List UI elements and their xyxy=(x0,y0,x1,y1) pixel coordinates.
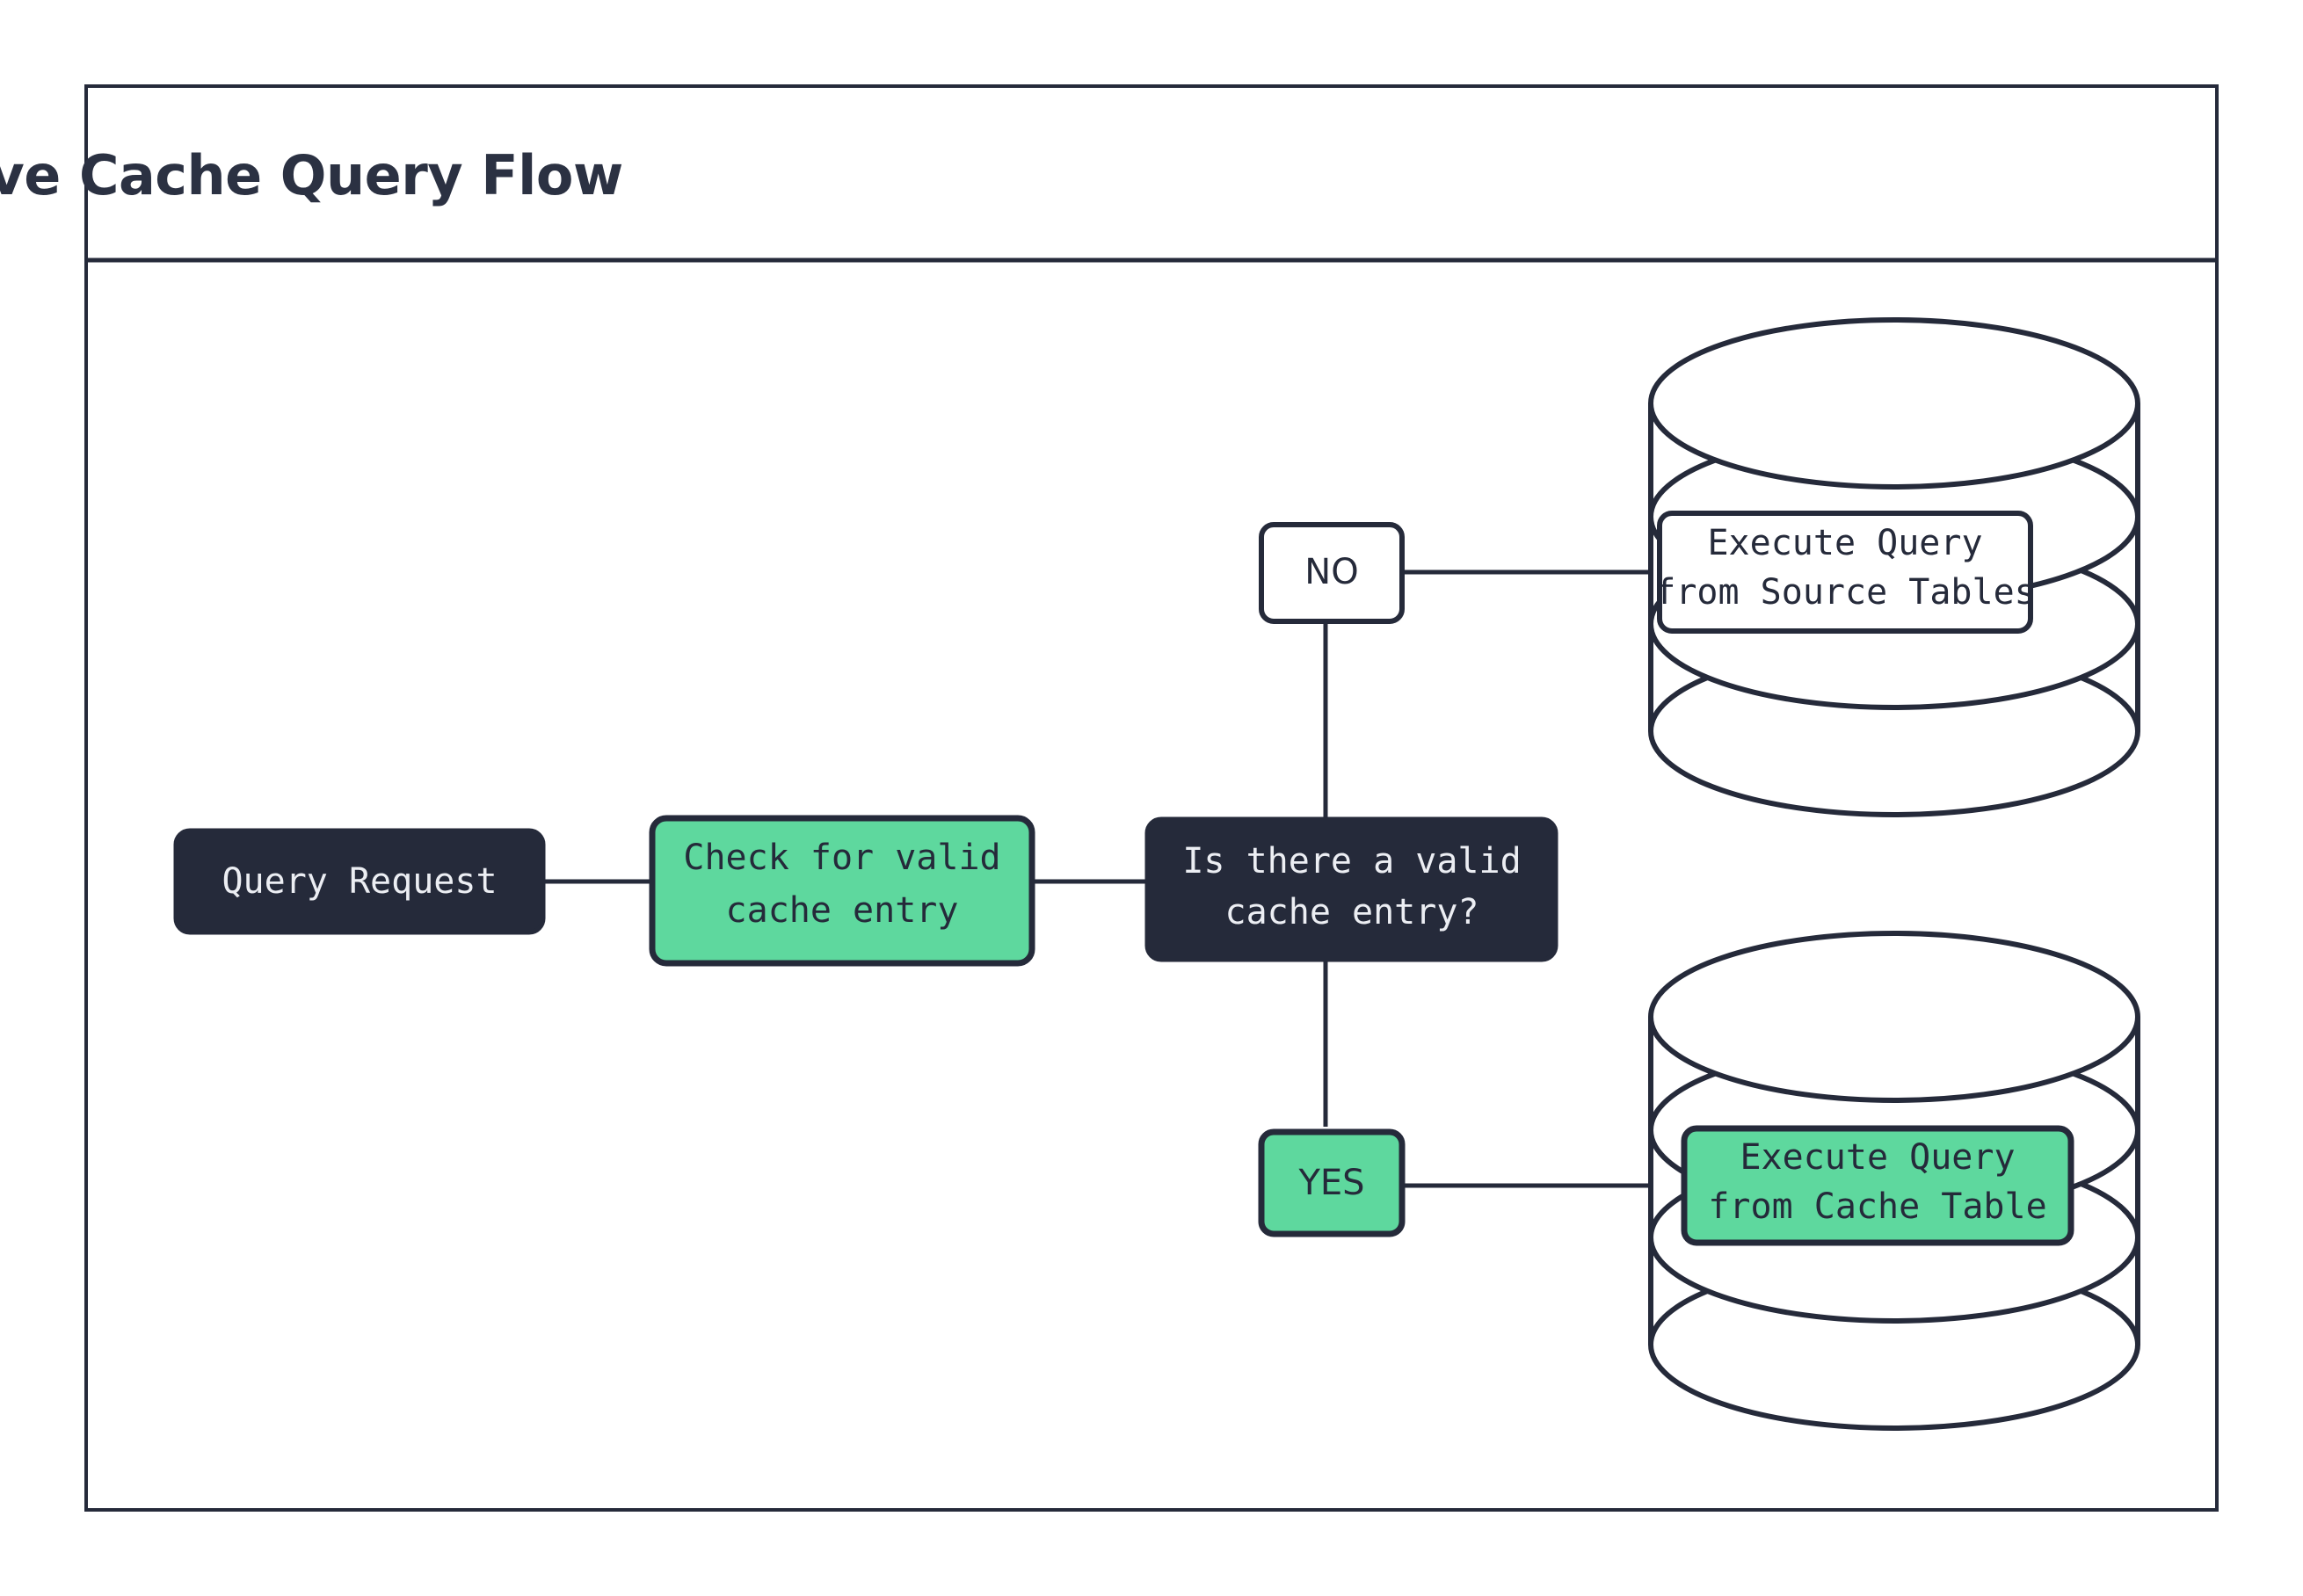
node-query-request[interactable]: Query Request xyxy=(173,828,546,935)
branch-label-no-text: NO xyxy=(1304,552,1358,592)
page-title: Declarative Cache Query Flow xyxy=(0,143,623,207)
node-source-db-label-line1: Execute Query xyxy=(1707,523,1982,563)
branch-label-yes-text: YES xyxy=(1297,1163,1364,1203)
node-check-cache[interactable]: Check for valid cache entry xyxy=(649,815,1035,967)
node-source-db[interactable]: Execute Query from Source Tables xyxy=(1654,511,2036,634)
node-decision-label-line2: cache entry? xyxy=(1225,892,1479,932)
node-source-db-label-line2: from Source Tables xyxy=(1654,572,2035,613)
node-cache-db-label-line1: Execute Query xyxy=(1740,1137,2015,1178)
node-check-cache-label-line2: cache entry xyxy=(726,890,959,931)
branch-label-yes[interactable]: YES xyxy=(1258,1128,1406,1237)
node-cache-db[interactable]: Execute Query from Cache Table xyxy=(1681,1125,2074,1246)
node-decision[interactable]: Is there a valid cache entry? xyxy=(1144,816,1558,962)
node-decision-label-line1: Is there a valid xyxy=(1182,841,1521,881)
node-query-request-label: Query Request xyxy=(222,861,497,902)
node-cache-db-label-line2: from Cache Table xyxy=(1708,1186,2046,1227)
node-check-cache-label-line1: Check for valid xyxy=(683,838,1000,878)
branch-label-no[interactable]: NO xyxy=(1259,522,1405,624)
